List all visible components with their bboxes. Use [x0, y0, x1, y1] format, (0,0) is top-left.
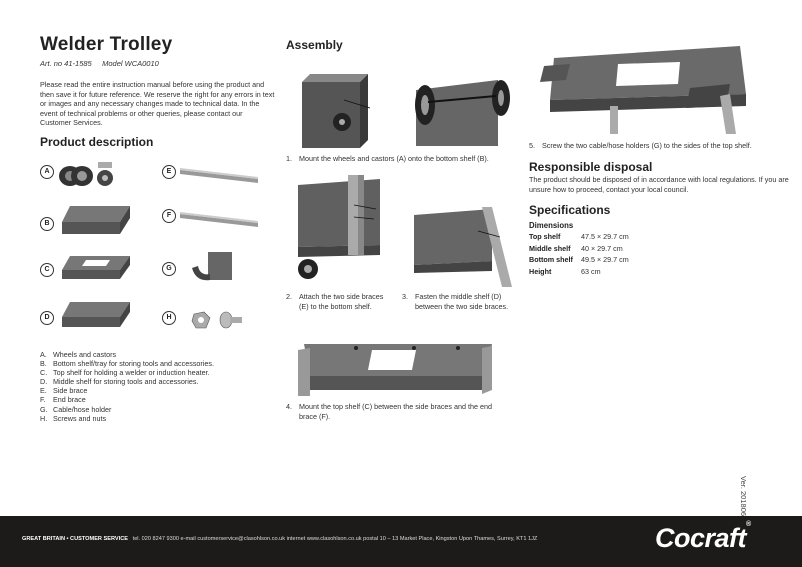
- footer-contact-line: GREAT BRITAIN • CUSTOMER SERVICE tel. 02…: [22, 536, 537, 542]
- side-brace-image: [180, 168, 258, 183]
- brand-logo: Cocraft®: [655, 521, 751, 553]
- list-item: F.End brace: [40, 395, 86, 405]
- step-5-image: [540, 46, 746, 134]
- step-2-image: [298, 175, 380, 279]
- disposal-text: The product should be disposed of in acc…: [529, 175, 789, 194]
- part-label-a: A: [40, 165, 54, 179]
- specifications-heading: Specifications: [529, 203, 611, 217]
- list-item: B.Bottom shelf/tray for storing tools an…: [40, 359, 214, 369]
- part-label-d: D: [40, 311, 54, 325]
- list-item: H.Screws and nuts: [40, 413, 107, 423]
- part-label-c: C: [40, 263, 54, 277]
- page-title: Welder Trolley: [40, 34, 173, 55]
- list-item: G.Cable/hose holder: [40, 404, 112, 414]
- step-4-image: [298, 344, 492, 396]
- article-info: Art. no 41-1585 Model WCA0010: [40, 59, 159, 68]
- middle-shelf-image: [62, 302, 130, 327]
- footer-region: GREAT BRITAIN • CUSTOMER SERVICE: [22, 536, 128, 542]
- step-1-caption: 1.Mount the wheels and castors (A) onto …: [286, 154, 489, 163]
- cable-holder-image: [192, 252, 232, 281]
- bottom-shelf-image: [62, 206, 130, 234]
- step-4-caption: 4.Mount the top shelf (C) between the si…: [286, 402, 492, 421]
- step-3-caption: 3.Fasten the middle shelf (D) between th…: [402, 292, 509, 311]
- assembly-heading: Assembly: [286, 38, 343, 52]
- step-5-caption: 5.Screw the two cable/hose holders (G) t…: [529, 141, 752, 150]
- art-no: Art. no 41-1585: [40, 59, 92, 68]
- list-item: A.Wheels and castors: [40, 350, 117, 359]
- disposal-heading: Responsible disposal: [529, 160, 653, 174]
- list-item: D.Middle shelf for storing tools and acc…: [40, 377, 199, 387]
- wheels-and-castors-image: [59, 162, 113, 186]
- top-shelf-image: [62, 256, 130, 279]
- end-brace-image: [180, 212, 258, 227]
- product-description-heading: Product description: [40, 135, 154, 149]
- part-label-e: E: [162, 165, 176, 179]
- dimensions-subheading: Dimensions: [529, 221, 574, 230]
- screws-and-nuts-image: [191, 311, 242, 329]
- part-label-g: G: [162, 262, 176, 276]
- list-item: C.Top shelf for holding a welder or indu…: [40, 368, 210, 378]
- parts-list: A.Wheels and castors B.Bottom shelf/tray…: [40, 350, 214, 423]
- intro-text: Please read the entire instruction manua…: [40, 80, 275, 128]
- step-3-image: [414, 207, 512, 287]
- part-label-b: B: [40, 217, 54, 231]
- list-item: E.Side brace: [40, 386, 88, 396]
- part-label-f: F: [162, 209, 176, 223]
- footer-contact: tel. 020 8247 9300 e-mail customerservic…: [132, 536, 538, 542]
- part-label-h: H: [162, 311, 176, 325]
- step-2-caption: 2.Attach the two side braces (E) to the …: [286, 292, 384, 311]
- step-1-image: [302, 74, 510, 148]
- model-no: Model WCA0010: [102, 59, 159, 68]
- footer: GREAT BRITAIN • CUSTOMER SERVICE tel. 02…: [0, 516, 802, 567]
